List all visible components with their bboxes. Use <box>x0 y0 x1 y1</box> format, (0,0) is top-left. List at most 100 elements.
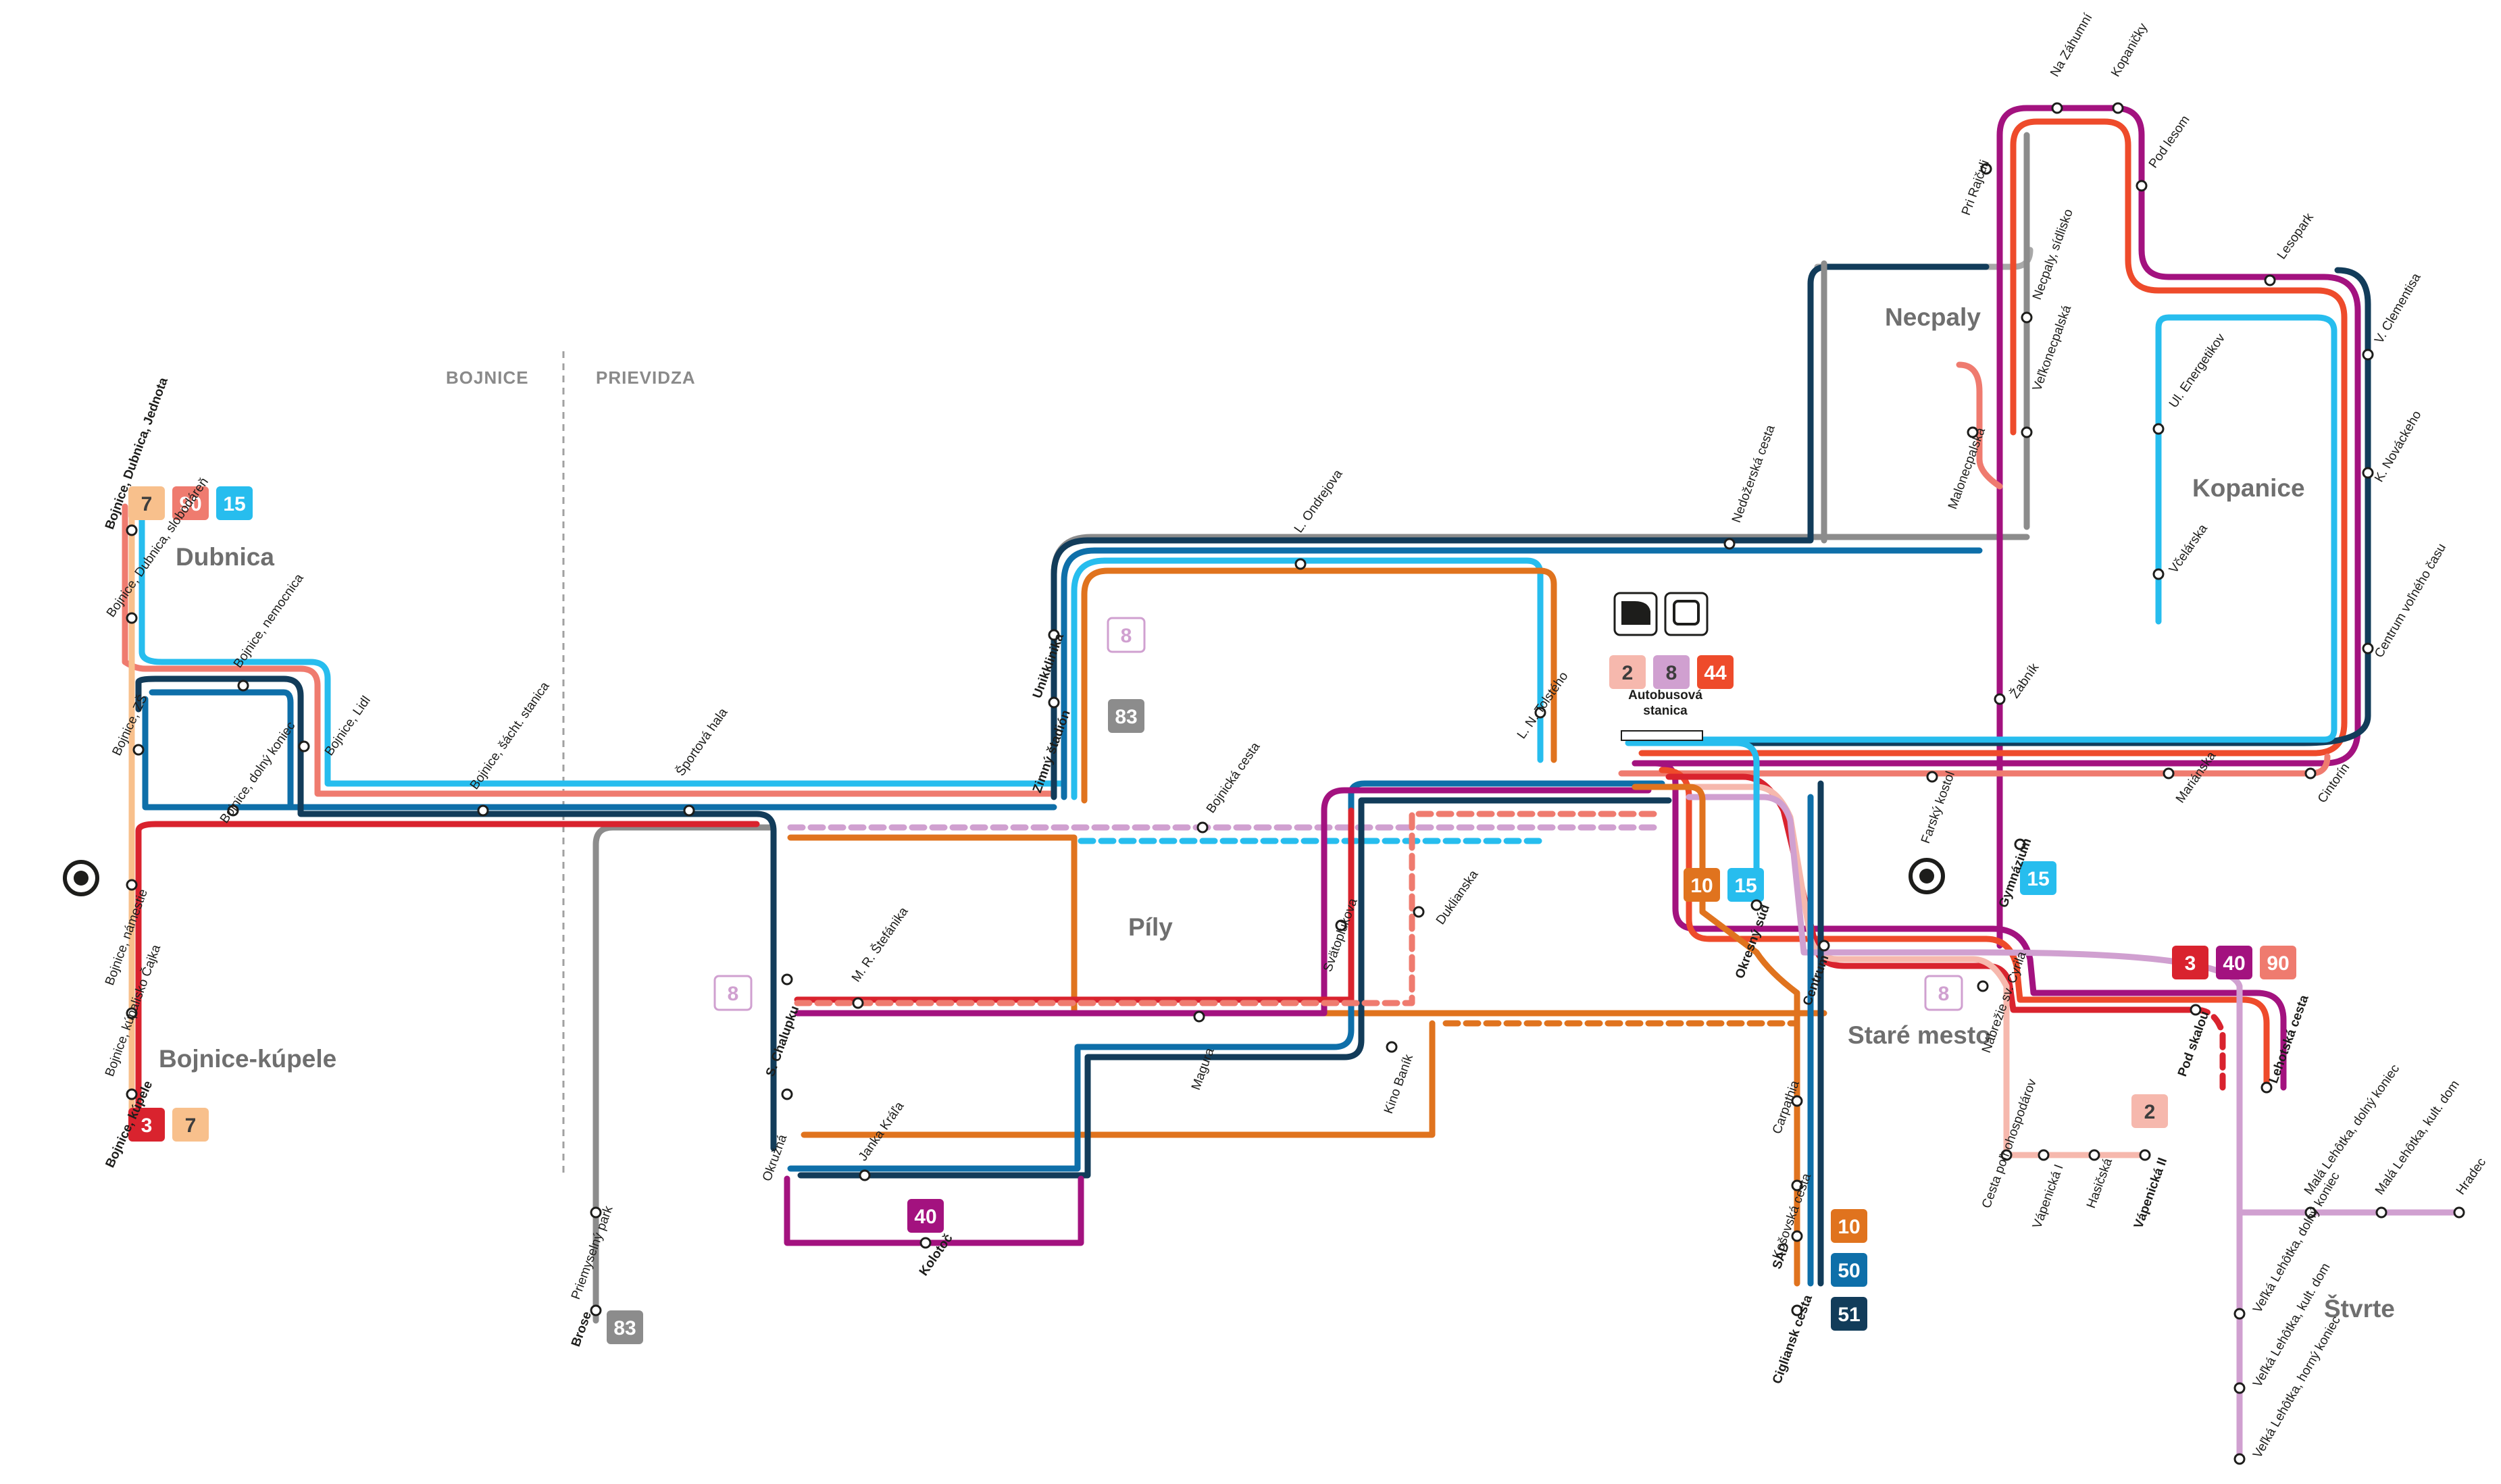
stop-marker <box>683 804 695 817</box>
stop-pod-lesom[interactable]: Pod lesom <box>2136 113 2193 192</box>
line-badge-15[interactable]: 15 <box>216 486 253 520</box>
line-badge-8[interactable]: 8 <box>1653 655 1690 689</box>
line-badge-51[interactable]: 51 <box>1831 1297 1867 1331</box>
stop-label: Športová hala <box>673 705 731 779</box>
line-badge-83[interactable]: 83 <box>1108 699 1144 733</box>
line-badge-2[interactable]: 2 <box>1609 655 1646 689</box>
stop-marker <box>126 524 138 536</box>
stop-marker <box>298 740 310 752</box>
line-badge-10[interactable]: 10 <box>1684 868 1720 902</box>
line-badge-44[interactable]: 44 <box>1697 655 1734 689</box>
line-badge-3[interactable]: 3 <box>128 1108 165 1142</box>
stop-v-clementisa[interactable]: V. Clementisa <box>2362 271 2424 361</box>
line-badge-2[interactable]: 2 <box>2131 1094 2168 1128</box>
stop-nedozerska-cesta[interactable]: Nedožerská cesta <box>1723 423 1778 550</box>
svg-text:8: 8 <box>1938 983 1950 1005</box>
stop-label: Vápenická II <box>2131 1156 2170 1230</box>
line-badge-83[interactable]: 83 <box>607 1310 643 1344</box>
stop-m-r-stefanika[interactable]: M. R. Štefánika <box>849 904 911 1009</box>
stop-label: Pod skalou <box>2175 1009 2212 1078</box>
line-badge-8[interactable]: 8 <box>713 975 753 1011</box>
stop-label: Hradec <box>2454 1156 2489 1198</box>
stop-ul-energetikov[interactable]: Ul. Energetikov <box>2152 331 2228 435</box>
line-badge-50[interactable]: 50 <box>1831 1253 1867 1287</box>
stop-label: Veľká Lehôtka, dolný koniec <box>2250 1170 2343 1316</box>
line-badge-90[interactable]: 90 <box>2260 946 2296 979</box>
stop-vapenicka-ii[interactable]: Vápenická II <box>2131 1149 2170 1231</box>
stop-farsky-kostol[interactable]: Farský kostol <box>1919 769 1958 845</box>
stop-magura[interactable]: Magura <box>1189 1010 1217 1092</box>
line-badge-7[interactable]: 7 <box>128 486 165 520</box>
stop-pri-rajculi[interactable]: Pri Rajčuli <box>1959 158 1992 218</box>
line-badge-8[interactable]: 8 <box>1924 975 1963 1011</box>
stop-marker <box>2260 1081 2273 1094</box>
autobusova-stanica-terminal[interactable]: Autobusová stanica <box>1613 592 1709 741</box>
stop-vcelarska[interactable]: Včelárska <box>2152 521 2211 580</box>
stop-marker <box>477 804 489 817</box>
stop-label: Veľká Lehôtka, horný koniec <box>2250 1314 2344 1460</box>
stop-brose[interactable]: Brose <box>569 1304 602 1349</box>
terminal-name-line2: stanica <box>1643 704 1688 718</box>
stop-duklianska[interactable]: Duklianska <box>1413 867 1482 927</box>
stop-marker <box>2453 1206 2465 1219</box>
stop-label: Lehotská cesta <box>2267 993 2312 1085</box>
stop-bojnicka-cesta[interactable]: Bojnická cesta <box>1196 740 1263 834</box>
stop-marker <box>2152 568 2165 580</box>
stop-pod-skalou[interactable]: Pod skalou <box>2175 1004 2212 1079</box>
stop-vapenicka-i[interactable]: Vápenická I <box>2030 1149 2067 1231</box>
line-badge-15[interactable]: 15 <box>1727 868 1764 902</box>
line-badge-3[interactable]: 3 <box>2172 946 2208 979</box>
stop-s-chalupku[interactable]: S. Chalupku <box>763 973 802 1079</box>
stop-marker <box>1791 1095 1803 1107</box>
line-badge-40[interactable]: 40 <box>907 1199 944 1233</box>
stop-bojnice-nemocnica[interactable]: Bojnice, nemocnica <box>231 571 307 692</box>
svg-text:7: 7 <box>185 1115 197 1137</box>
stop-label: Duklianska <box>1434 867 1482 927</box>
stop-marker <box>126 1088 138 1100</box>
stop-marker <box>1193 1010 1205 1023</box>
stop-priemyselny-park[interactable]: Priemyselný park <box>569 1204 616 1302</box>
stop-mala-lehotka-kult[interactable]: Malá Lehôtka, kult. dom <box>2373 1078 2462 1219</box>
stop-marker <box>1048 696 1060 709</box>
stop-marker <box>2112 102 2124 114</box>
stop-velkonecpalska[interactable]: Veľkonecpalská <box>2021 303 2074 438</box>
stop-kolotoc[interactable]: Kolotoč <box>917 1231 956 1279</box>
stop-necpaly-sidlisko[interactable]: Necpaly, sídlisko <box>2021 207 2076 324</box>
line-badge-15[interactable]: 15 <box>2020 861 2056 895</box>
stop-label: Na Záhumní <box>2048 11 2096 80</box>
stop-na-zahumni[interactable]: Na Záhumní <box>2048 11 2096 114</box>
city-centre-marker-prievidza <box>1909 858 1945 894</box>
stop-velka-lehotka-kult[interactable]: Veľká Lehôtka, kult. dom <box>2233 1261 2333 1394</box>
stop-hradec[interactable]: Hradec <box>2453 1156 2489 1219</box>
stop-marker <box>2136 180 2148 192</box>
svg-text:83: 83 <box>613 1317 636 1339</box>
stop-cintorin[interactable]: Cintorín <box>2304 761 2352 806</box>
stop-kopanicky[interactable]: Kopaničky <box>2108 21 2150 114</box>
stop-marianska[interactable]: Mariánska <box>2163 749 2219 806</box>
stop-marker <box>2362 467 2374 479</box>
stop-hasicska[interactable]: Hasičská <box>2084 1149 2115 1210</box>
stop-marker <box>1386 1041 1398 1053</box>
district-stare-mesto: Staré mesto <box>1848 1021 1991 1049</box>
stop-centrum-volneho-casu[interactable]: Centrum voľného času <box>2362 541 2449 661</box>
line-badge-10[interactable]: 10 <box>1831 1209 1867 1243</box>
svg-text:8: 8 <box>728 983 739 1005</box>
stop-marker <box>1791 1230 1803 1242</box>
line-badge-90[interactable]: 90 <box>172 486 209 520</box>
line-badge-40[interactable]: 40 <box>2216 946 2252 979</box>
stop-k-novackeho[interactable]: K. Nováckeho <box>2362 409 2424 485</box>
stop-sportova-hala[interactable]: Športová hala <box>673 705 731 817</box>
line-badge-8[interactable]: 8 <box>1107 617 1146 653</box>
stop-lesopark[interactable]: Lesopark <box>2264 210 2317 286</box>
svg-text:50: 50 <box>1838 1260 1860 1282</box>
stop-ciglianska-cesta[interactable]: Cigliansk cesta <box>1770 1293 1815 1386</box>
stop-marker <box>2021 426 2033 438</box>
stop-label: V. Clementisa <box>2372 271 2424 347</box>
stop-bojnice-lidl[interactable]: Bojnice, Lidl <box>298 694 374 759</box>
stop-marker <box>2038 1149 2050 1161</box>
stop-kino-banik[interactable]: Kino Baník <box>1382 1041 1416 1116</box>
stop-marker <box>1534 707 1546 719</box>
stop-marker <box>2021 311 2033 324</box>
line-badge-7[interactable]: 7 <box>172 1108 209 1142</box>
terminal-platform <box>1621 730 1703 741</box>
